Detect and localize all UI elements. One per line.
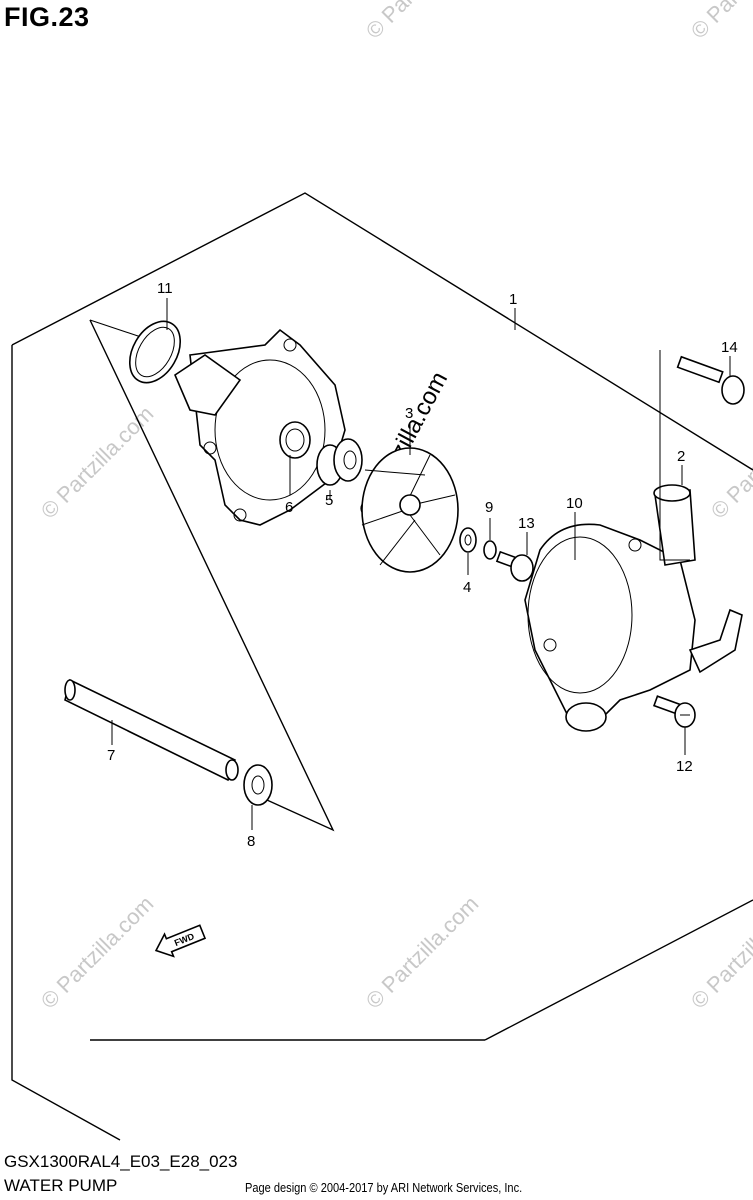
callout-number: 1 (509, 291, 517, 308)
o-ring-part (128, 320, 182, 384)
callout-number: 2 (677, 448, 685, 465)
callout-number: 5 (325, 492, 333, 509)
watermark: © Partzilla.com (361, 0, 484, 44)
watermark: © Partzilla.com (686, 0, 753, 44)
watermark: © Partzilla.com (706, 401, 753, 524)
callout-number: 13 (518, 515, 535, 532)
callout-labels: 1 2 3 4 5 6 7 8 9 10 11 12 13 14 (107, 280, 738, 850)
copyright-notice: Page design © 2004-2017 by ARI Network S… (245, 1180, 523, 1195)
callout-number: 14 (721, 339, 738, 356)
callout-number: 7 (107, 747, 115, 764)
mounting-bolt-part (676, 355, 745, 405)
watermark: © Partzilla.com (361, 891, 484, 1014)
callout-number: 12 (676, 758, 693, 775)
callout-number: 10 (566, 495, 583, 512)
callout-number: 6 (285, 499, 293, 516)
figure-title: FIG.23 (4, 2, 90, 32)
impeller-bolt-part (495, 550, 534, 582)
subassembly-outline (89, 319, 335, 832)
watermark: © Partzilla.com (36, 891, 159, 1014)
pump-body-part (174, 328, 346, 526)
washer-part (459, 527, 477, 553)
model-code: GSX1300RAL4_E03_E28_023 (4, 1152, 238, 1171)
pump-shaft-part (64, 678, 239, 782)
impeller-part (361, 447, 459, 573)
mechanical-seal-part (316, 438, 363, 486)
watermark: © Partzilla.com (36, 401, 159, 524)
callout-number: 8 (247, 833, 255, 850)
callout-number: 4 (463, 579, 471, 596)
cover-screw-part (652, 695, 696, 728)
assembly-outline (484, 899, 753, 1041)
pump-cover-part (524, 484, 743, 732)
assembly-outline (11, 345, 121, 1141)
assembly-outline (11, 192, 753, 471)
callout-number: 9 (485, 499, 493, 516)
small-washer-part (483, 540, 497, 560)
shaft-washer-part (243, 764, 273, 806)
leader-lines (111, 298, 731, 830)
callout-number: 3 (405, 405, 413, 422)
forward-direction-arrow: FWD (154, 924, 207, 958)
watermark: © Partzilla.com (686, 891, 753, 1014)
callout-number: 11 (157, 280, 173, 297)
diagram-caption: WATER PUMP (4, 1176, 118, 1195)
